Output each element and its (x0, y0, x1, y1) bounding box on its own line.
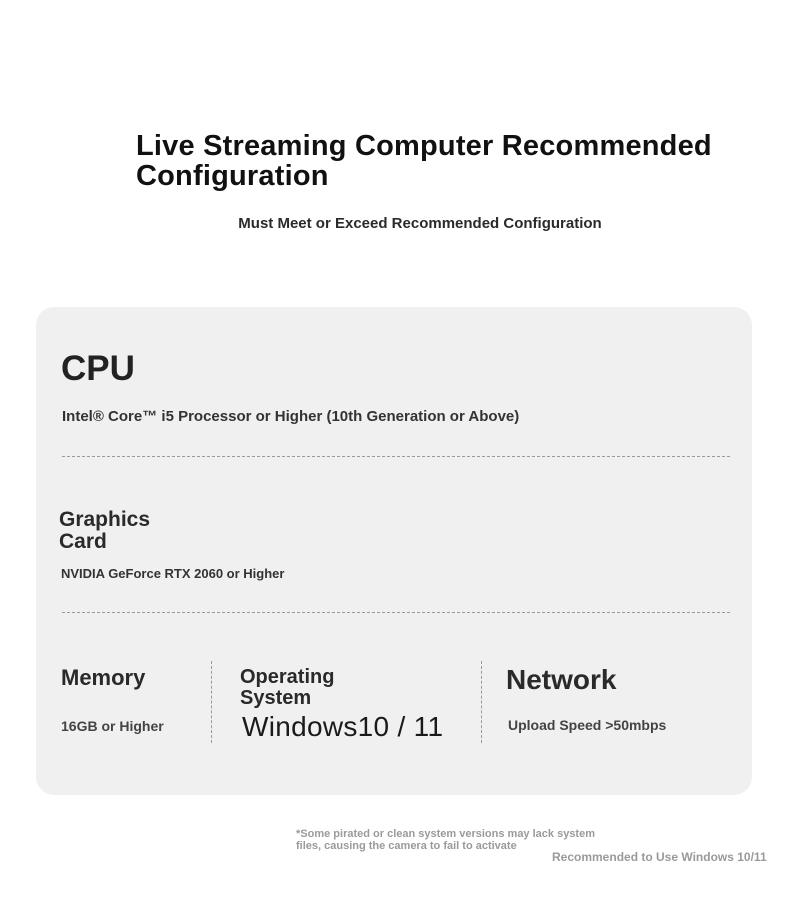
network-heading: Network (506, 664, 617, 695)
column-divider (211, 661, 212, 743)
os-recommendation-note: Recommended to Use Windows 10/11 (552, 850, 767, 864)
footnote-warning: *Some pirated or clean system versions m… (296, 828, 595, 852)
section-divider (62, 612, 730, 613)
memory-requirement: 16GB or Higher (61, 718, 164, 734)
graphics-card-requirement: NVIDIA GeForce RTX 2060 or Higher (61, 566, 285, 581)
section-divider (62, 456, 730, 457)
column-divider (481, 661, 482, 743)
operating-system-requirement: Windows10 / 11 (242, 711, 444, 742)
spec-card: CPU Intel® Core™ i5 Processor or Higher … (36, 307, 752, 795)
page-title: Live Streaming Computer Recommended Conf… (136, 130, 712, 192)
cpu-requirement: Intel® Core™ i5 Processor or Higher (10t… (62, 408, 520, 425)
cpu-heading: CPU (61, 349, 135, 388)
operating-system-heading: Operating System (240, 666, 335, 709)
graphics-card-heading: Graphics Card (59, 508, 151, 553)
page-subtitle: Must Meet or Exceed Recommended Configur… (238, 215, 602, 232)
network-requirement: Upload Speed >50mbps (508, 717, 667, 733)
memory-heading: Memory (61, 665, 146, 690)
